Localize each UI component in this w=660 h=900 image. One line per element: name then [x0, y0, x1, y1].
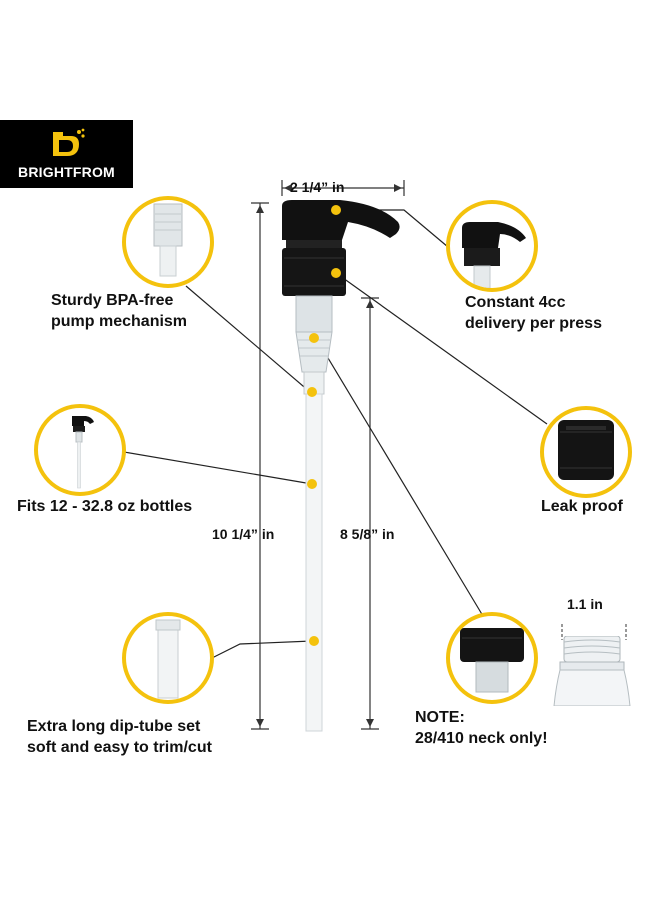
leak-proof-label: Leak proof — [541, 498, 623, 515]
pump-head-closeup — [446, 200, 538, 292]
brand-name: BRIGHTFROM — [18, 164, 115, 180]
width-dimension-label: 2 1/4” in — [290, 179, 345, 195]
brand-logo: BRIGHTFROM — [0, 120, 133, 188]
dip-tube-label: Extra long dip-tube set soft and easy to… — [27, 718, 212, 756]
fits-bottles-label: Fits 12 - 32.8 oz bottles — [17, 498, 193, 515]
leak-proof-closeup — [540, 406, 632, 498]
fits-bottles-closeup — [34, 404, 126, 496]
brightfrom-logo-icon — [53, 128, 85, 156]
spray-bottle-icon — [72, 416, 94, 489]
neck-closeup — [446, 612, 538, 704]
pump-mechanism-label: Sturdy BPA-free pump mechanism — [51, 292, 188, 330]
bottle-neck-illustration — [553, 636, 631, 706]
note-label: NOTE: 28/410 neck only! — [415, 709, 548, 747]
neck-size-label: 1.1 in — [567, 596, 603, 612]
total-length-label: 10 1/4” in — [212, 526, 275, 542]
dip-tube-closeup — [122, 612, 214, 704]
delivery-label: Constant 4cc delivery per press — [465, 294, 602, 332]
pump-mechanism-closeup — [122, 196, 214, 288]
pump-product-illustration — [282, 200, 400, 732]
tube-length-label: 8 5/8” in — [340, 526, 395, 542]
